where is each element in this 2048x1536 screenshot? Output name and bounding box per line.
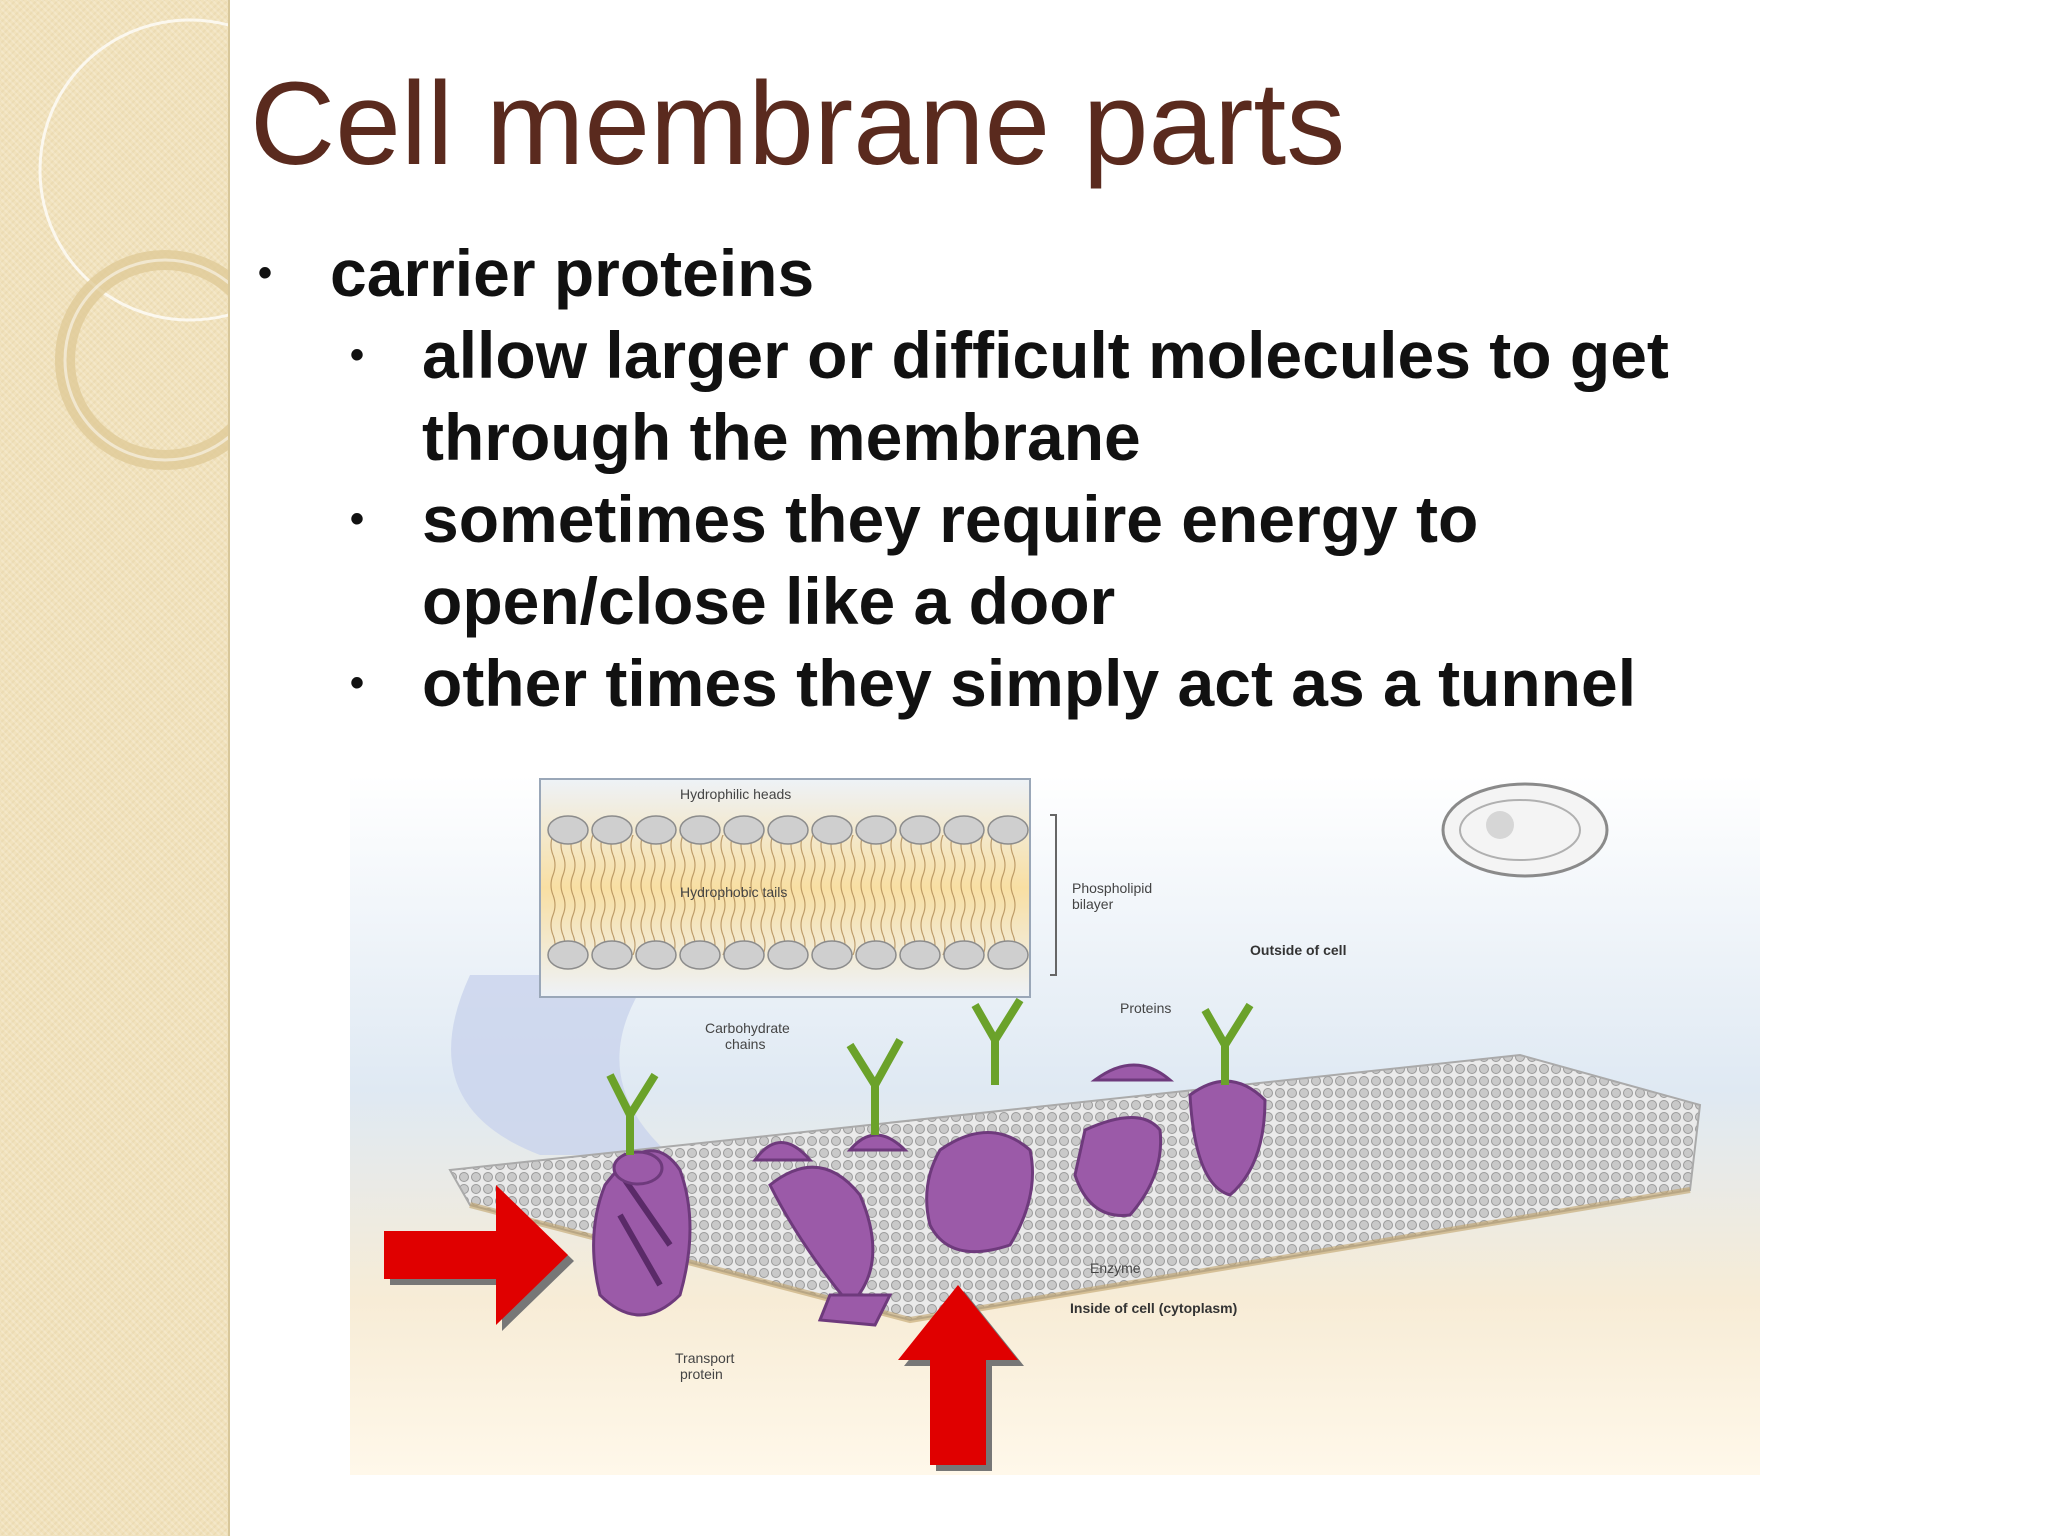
label-hydrophilic: Hydrophilic heads <box>680 786 791 802</box>
red-arrow-right <box>384 1185 574 1331</box>
sub-bullet-text: allow larger or difficult molecules to g… <box>422 318 1669 474</box>
transport-protein <box>592 1149 692 1317</box>
label-phospholipid-1: Phospholipid <box>1072 880 1152 896</box>
bilayer-inset: Hydrophilic heads Hydrophobic tails <box>539 778 1057 998</box>
sub-bullet-text: other times they simply act as a tunnel <box>422 646 1637 720</box>
label-proteins: Proteins <box>1120 1000 1171 1016</box>
label-phospholipid-2: bilayer <box>1072 896 1114 912</box>
slide-title: Cell membrane parts <box>250 58 1346 190</box>
bullet-dot: • <box>258 251 273 295</box>
bullet-dot: • <box>350 661 365 705</box>
sidebar-rings-decoration <box>38 18 228 470</box>
red-arrow-up <box>898 1285 1024 1471</box>
sub-bullet-item: • other times they simply act as a tunnel <box>350 642 1822 724</box>
cell-icon <box>1441 782 1609 878</box>
sub-bullet-item: • allow larger or difficult molecules to … <box>350 314 1822 478</box>
sub-bullet-text: sometimes they require energy to open/cl… <box>422 482 1479 638</box>
label-transport-2: protein <box>680 1366 723 1382</box>
main-bullet: • carrier proteins • allow larger or diff… <box>258 232 1822 724</box>
main-bullet-text: carrier proteins <box>330 236 815 310</box>
label-transport-1: Transport <box>675 1350 735 1366</box>
decorative-sidebar <box>0 0 230 1536</box>
sub-bullet-list: • allow larger or difficult molecules to … <box>350 314 1822 724</box>
label-inside-cell: Inside of cell (cytoplasm) <box>1070 1300 1237 1316</box>
label-carbohydrate-1: Carbohydrate <box>705 1020 790 1036</box>
bullet-list: • carrier proteins • allow larger or diff… <box>258 232 1822 724</box>
label-enzyme: Enzyme <box>1090 1260 1141 1276</box>
label-carbohydrate-2: chains <box>725 1036 765 1052</box>
sub-bullet-item: • sometimes they require energy to open/c… <box>350 478 1822 642</box>
zoom-cone <box>451 975 670 1155</box>
carbohydrate-chains <box>606 997 1254 1155</box>
bullet-dot: • <box>350 497 365 541</box>
membrane-proteins <box>592 1063 1267 1327</box>
label-outside-cell: Outside of cell <box>1250 942 1346 958</box>
bullet-dot: • <box>350 333 365 377</box>
cell-membrane-diagram: Hydrophilic heads Hydrophobic tails Phos… <box>350 775 1760 1475</box>
label-hydrophobic: Hydrophobic tails <box>680 884 787 900</box>
